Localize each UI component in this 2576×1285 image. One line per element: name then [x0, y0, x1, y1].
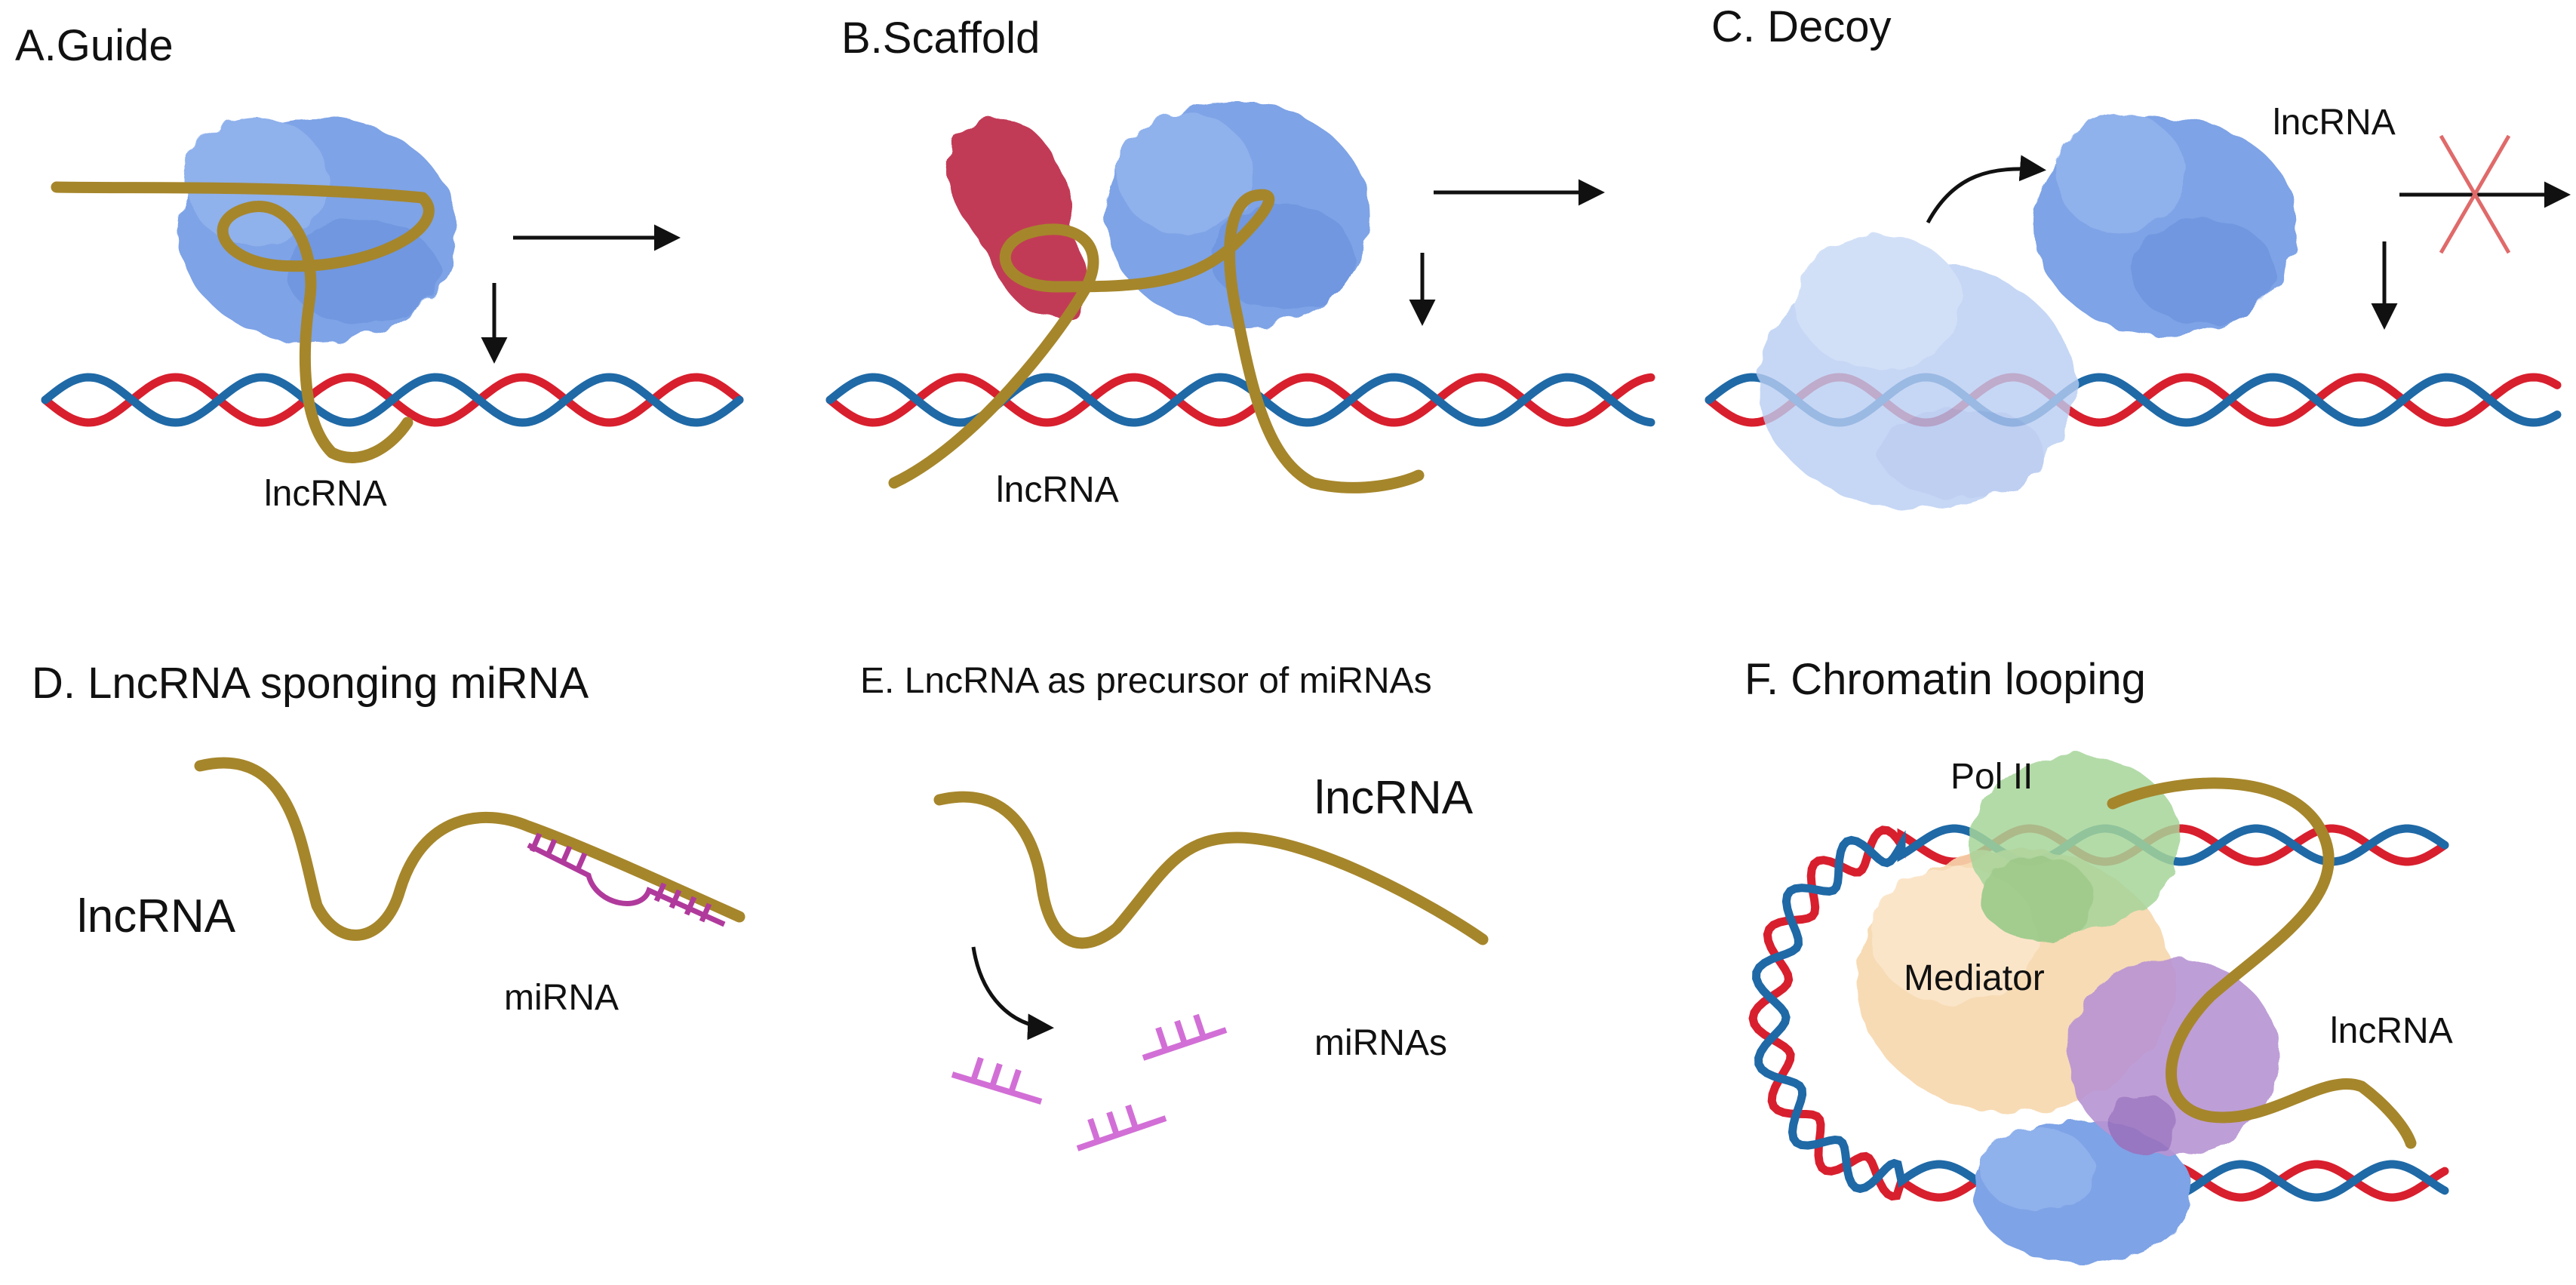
- panel-b-scaffold: B.Scaffold lncRNA: [825, 14, 1655, 510]
- panel-f-pol2-label: Pol II: [1950, 757, 2033, 797]
- panel-b-lncrna-label: lncRNA: [996, 470, 1119, 510]
- loop-strand-red: [1748, 824, 2449, 1202]
- panel-d-sponging: D. LncRNA sponging miRNA lncRNA miRNA: [32, 659, 745, 1018]
- panel-b-title: B.Scaffold: [841, 14, 1040, 63]
- panel-e-lncrna-strand: [933, 791, 1489, 949]
- panel-f-bottom-protein: [1973, 1121, 2192, 1264]
- panel-c-decoy: C. Decoy lncRNA: [1705, 2, 2571, 509]
- panel-b-red-protein: [945, 118, 1087, 318]
- panel-a-guide: A.Guide lncRNA: [15, 21, 744, 514]
- panel-f-lncrna-strand: [2107, 777, 2417, 1149]
- panel-f-chromatin-looping: F. Chromatin looping Pol II Mediator lnc…: [1744, 655, 2453, 1264]
- panel-a-dna-helix: [41, 373, 744, 427]
- panel-e-title: E. LncRNA as precursor of miRNAs: [860, 661, 1432, 701]
- panel-f-title: F. Chromatin looping: [1744, 655, 2146, 704]
- panel-b-dna-helix: [825, 373, 1655, 427]
- panel-c-inhibit-x-stroke-2: [2439, 134, 2511, 254]
- panel-b-lncrna-strand: [888, 189, 1425, 493]
- panel-a-title: A.Guide: [15, 21, 174, 70]
- panel-c-faded-protein: [1758, 234, 2075, 509]
- dna-strand-blue: [41, 373, 744, 427]
- panel-d-mirna-label: miRNA: [504, 978, 619, 1018]
- panel-d-title: D. LncRNA sponging miRNA: [32, 659, 589, 708]
- panel-e-mirna-fragment-1: [951, 1056, 1043, 1105]
- dna-strand-red: [825, 373, 1655, 427]
- panel-f-dna-loop: [1748, 824, 2449, 1202]
- panel-c-lncrna-label: lncRNA: [2273, 103, 2396, 143]
- panel-d-mirna: [527, 832, 726, 927]
- panel-d-lncrna-label: lncRNA: [77, 890, 236, 942]
- panel-a-lncrna-strand: [51, 181, 435, 463]
- panel-e-mirnas-label: miRNAs: [1314, 1023, 1447, 1063]
- panel-c-protein: [2033, 113, 2298, 336]
- panel-e-lncrna-label: lncRNA: [1314, 772, 1474, 824]
- dna-strand-blue: [825, 373, 1655, 427]
- panel-f-lncrna-label: lncRNA: [2330, 1011, 2453, 1051]
- panel-c-title: C. Decoy: [1711, 2, 1892, 51]
- panel-e-mirna-fragment-3: [1076, 1104, 1167, 1151]
- panel-d-lncrna-strand: [194, 757, 745, 941]
- panel-e-mirna-fragment-2: [1142, 1013, 1228, 1061]
- panel-c-curved-arrow: [1926, 155, 2046, 224]
- panel-a-lncrna-label: lncRNA: [264, 474, 387, 514]
- panel-e-precursor: E. LncRNA as precursor of miRNAs lncRNA …: [860, 661, 1489, 1151]
- panel-f-mediator-label: Mediator: [1904, 958, 2045, 998]
- panel-e-curved-arrow: [971, 946, 1054, 1041]
- loop-strand-blue: [1752, 824, 2449, 1202]
